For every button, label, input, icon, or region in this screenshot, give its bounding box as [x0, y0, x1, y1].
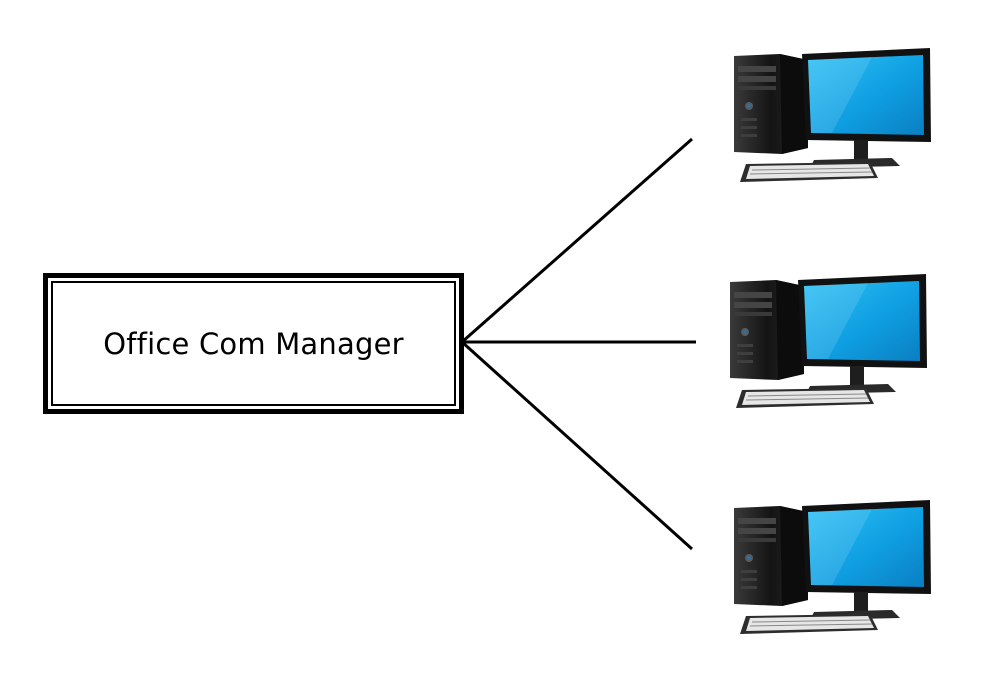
desktop-computer-icon: [734, 500, 931, 634]
connector-line-top: [461, 137, 693, 344]
desktop-computer-icon: [734, 48, 931, 182]
connector-line-bottom: [460, 340, 694, 551]
desktop-computer-icon: [730, 274, 927, 408]
office-com-manager-box: Office Com Manager: [43, 273, 464, 414]
office-com-manager-box-inner: Office Com Manager: [51, 281, 456, 406]
manager-label: Office Com Manager: [103, 326, 404, 361]
